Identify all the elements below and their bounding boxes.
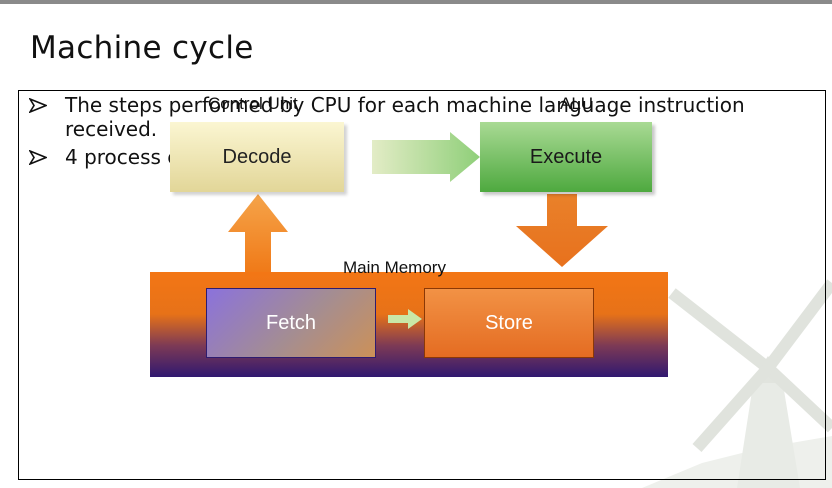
diagram-arrows bbox=[228, 132, 608, 329]
bullet-arrow-icon bbox=[29, 150, 47, 165]
decode-to-execute-arrow bbox=[372, 132, 480, 182]
windmill-watermark bbox=[642, 279, 832, 488]
fetch-to-decode-arrow bbox=[228, 194, 288, 272]
fetch-label: Fetch bbox=[265, 311, 317, 334]
slide-title: Machine cycle bbox=[30, 30, 254, 66]
execute-label: Execute bbox=[529, 145, 603, 168]
bullet-item: The steps performed by CPU for each mach… bbox=[27, 93, 817, 141]
machine-cycle-diagram: Control Unit ALU Main Memory Decode Exec… bbox=[150, 94, 690, 382]
execute-box: Execute bbox=[480, 122, 652, 192]
bullet-list: The steps performed by CPU for each mach… bbox=[27, 93, 817, 169]
decode-box: Decode bbox=[170, 122, 344, 192]
store-to-fetch-arrow bbox=[388, 309, 422, 329]
control-unit-label: Control Unit bbox=[208, 94, 298, 113]
bullet-text: The steps performed by CPU for each mach… bbox=[65, 93, 745, 141]
bullet-arrow-icon bbox=[29, 98, 47, 113]
top-rule bbox=[0, 0, 832, 4]
alu-label: ALU bbox=[560, 94, 594, 113]
decode-label: Decode bbox=[222, 145, 292, 168]
execute-to-store-arrow bbox=[516, 194, 608, 267]
main-memory-label: Main Memory bbox=[343, 258, 446, 277]
content-box: The steps performed by CPU for each mach… bbox=[18, 90, 826, 480]
store-label: Store bbox=[485, 311, 533, 334]
fetch-box: Fetch bbox=[206, 288, 376, 358]
store-box: Store bbox=[424, 288, 594, 358]
